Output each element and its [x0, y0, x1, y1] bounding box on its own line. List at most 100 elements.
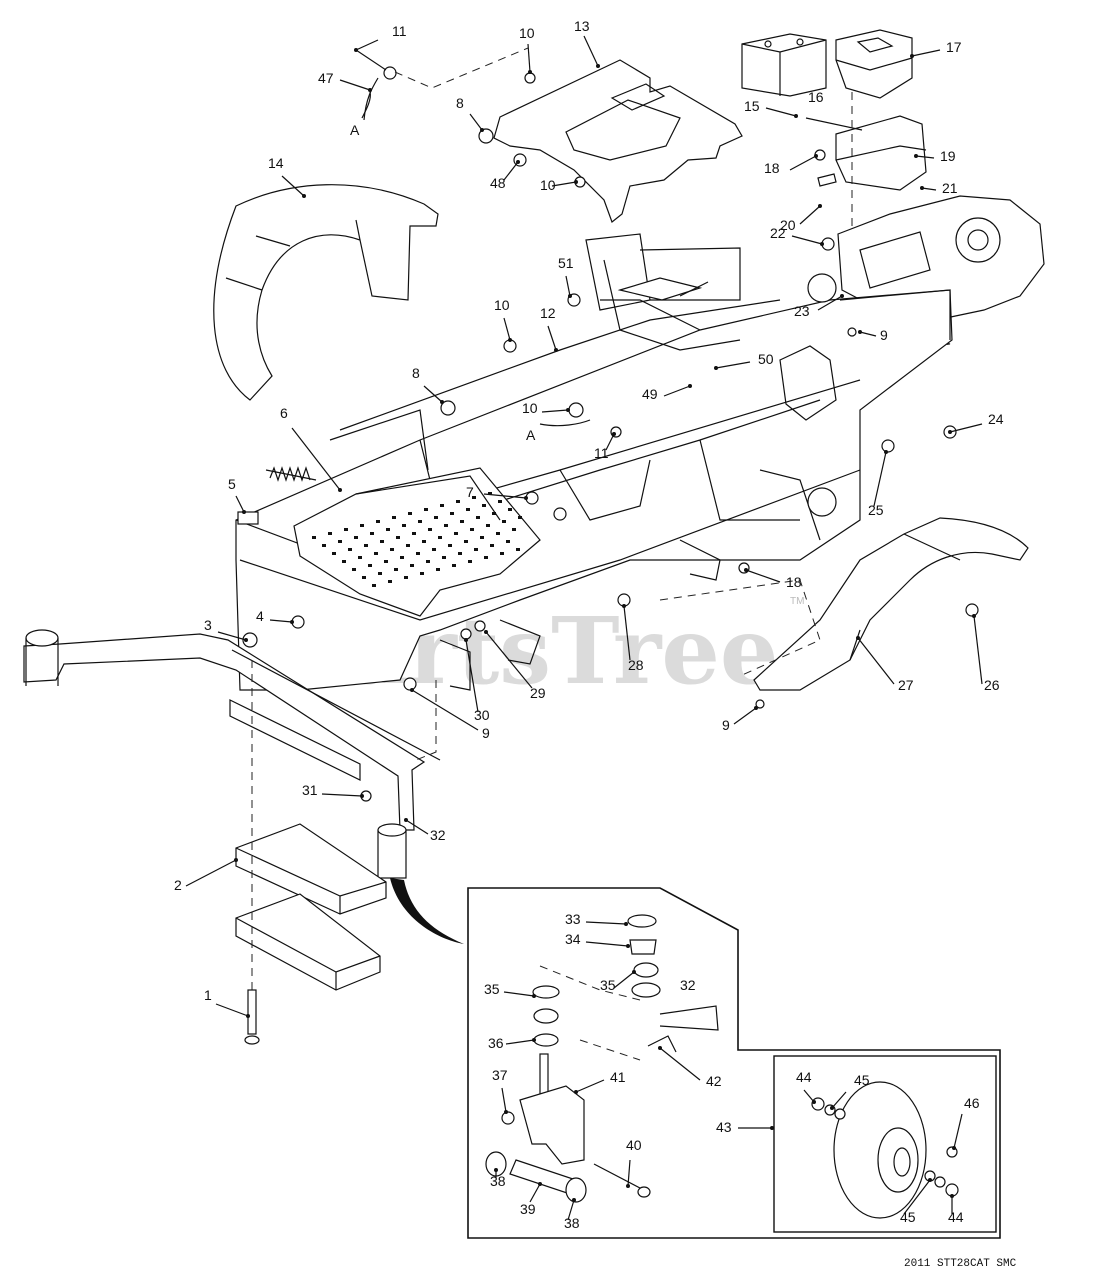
- plate-hole: [400, 556, 404, 559]
- leader-tip-21: [920, 186, 924, 190]
- leader-30: [465, 639, 479, 713]
- callout-17: 17: [946, 39, 962, 55]
- leader-10d: [541, 409, 569, 413]
- callout-9b: 9: [482, 725, 490, 741]
- callout-27: 27: [898, 677, 914, 693]
- plate-hole: [352, 568, 356, 571]
- plate-hole: [412, 532, 416, 535]
- callout-35a: 35: [600, 977, 616, 993]
- leader-11b: [605, 433, 615, 451]
- plate-hole: [434, 516, 438, 519]
- plate-hole: [410, 564, 414, 567]
- leader-18b: [745, 569, 781, 583]
- leader-tip-25: [884, 450, 888, 454]
- callout-10b: 10: [540, 177, 556, 193]
- callout-13: 13: [574, 18, 590, 34]
- leader-38b: [567, 1199, 575, 1221]
- left-fender[interactable]: [213, 184, 439, 401]
- leader-9b: [411, 689, 479, 731]
- battery-cable[interactable]: [355, 47, 529, 121]
- battery[interactable]: [741, 33, 827, 97]
- battery-tray[interactable]: [805, 92, 927, 240]
- plate-hole: [312, 536, 316, 539]
- plate-hole: [378, 572, 382, 575]
- callout-31: 31: [302, 782, 318, 798]
- leader-6: [291, 427, 341, 491]
- callout-44a: 44: [796, 1069, 812, 1085]
- callout-15: 15: [744, 98, 760, 114]
- plate-hole: [516, 548, 520, 551]
- leader-34: [585, 941, 629, 947]
- callout-23: 23: [794, 303, 810, 319]
- callout-49: 49: [642, 386, 658, 402]
- callout-5: 5: [228, 476, 236, 492]
- leader-15: [765, 107, 797, 117]
- callout-20: 20: [780, 217, 796, 233]
- front-axle-arm[interactable]: [23, 629, 441, 879]
- plate-hole: [468, 560, 472, 563]
- leader-19: [915, 155, 935, 159]
- leader-23: [817, 295, 843, 311]
- leader-tip-22: [820, 242, 824, 246]
- leader-41: [575, 1079, 605, 1093]
- callout-7: 7: [466, 484, 474, 500]
- plate-hole: [392, 516, 396, 519]
- callout-6: 6: [280, 405, 288, 421]
- pivot-nut[interactable]: [242, 632, 258, 648]
- plate-hole: [456, 500, 460, 503]
- pivot-bolt[interactable]: [244, 989, 260, 1045]
- plate-hole: [466, 508, 470, 511]
- callout-11a: 11: [392, 23, 407, 39]
- plate-hole: [376, 520, 380, 523]
- leader-36: [505, 1039, 535, 1045]
- plate-hole: [394, 568, 398, 571]
- leader-tip-20: [818, 204, 822, 208]
- callout-28: 28: [628, 657, 644, 673]
- leader-49: [663, 385, 691, 397]
- leader-47: [339, 79, 371, 91]
- seat-mount-plate[interactable]: [478, 59, 743, 223]
- fasteners: [291, 281, 979, 802]
- leader-tip-51: [568, 294, 572, 298]
- leader-tip-35a: [632, 970, 636, 974]
- plate-hole: [420, 572, 424, 575]
- plate-hole: [360, 524, 364, 527]
- seat-spring[interactable]: [237, 466, 317, 525]
- leader-lines: [185, 35, 983, 1221]
- leader-tip-6: [338, 488, 342, 492]
- leader-2: [185, 859, 237, 887]
- leader-5: [235, 495, 245, 513]
- leader-tip-41: [574, 1090, 578, 1094]
- plate-hole: [448, 544, 452, 547]
- battery-cover[interactable]: [835, 29, 913, 99]
- leader-tip-9b: [410, 688, 414, 692]
- callout-34: 34: [565, 931, 581, 947]
- leader-39: [529, 1183, 541, 1203]
- leader-22: [791, 235, 823, 245]
- leader-tip-8b: [440, 400, 444, 404]
- foot-plate[interactable]: [293, 467, 541, 617]
- axle-spacer-lower[interactable]: [235, 893, 381, 991]
- plate-hole: [474, 548, 478, 551]
- leader-44a: [803, 1089, 815, 1103]
- callout-1: 1: [204, 987, 212, 1003]
- plate-hole: [440, 504, 444, 507]
- leader-tip-11b: [612, 432, 616, 436]
- leader-10c: [503, 317, 511, 341]
- plate-hole: [406, 544, 410, 547]
- callout-3: 3: [204, 617, 212, 633]
- leader-3: [217, 631, 247, 641]
- plate-hole: [438, 536, 442, 539]
- right-fender[interactable]: [659, 517, 1029, 691]
- caster-parts[interactable]: [485, 914, 719, 1203]
- caster-wheel[interactable]: [811, 1081, 959, 1219]
- leader-9a: [859, 331, 877, 337]
- leader-32a: [405, 819, 429, 835]
- plate-hole: [436, 568, 440, 571]
- callout-Ab: A: [526, 427, 536, 443]
- leader-13: [583, 35, 599, 67]
- axle-spacer-upper[interactable]: [235, 823, 387, 915]
- leader-tip-4: [290, 620, 294, 624]
- leader-tip-24: [948, 430, 952, 434]
